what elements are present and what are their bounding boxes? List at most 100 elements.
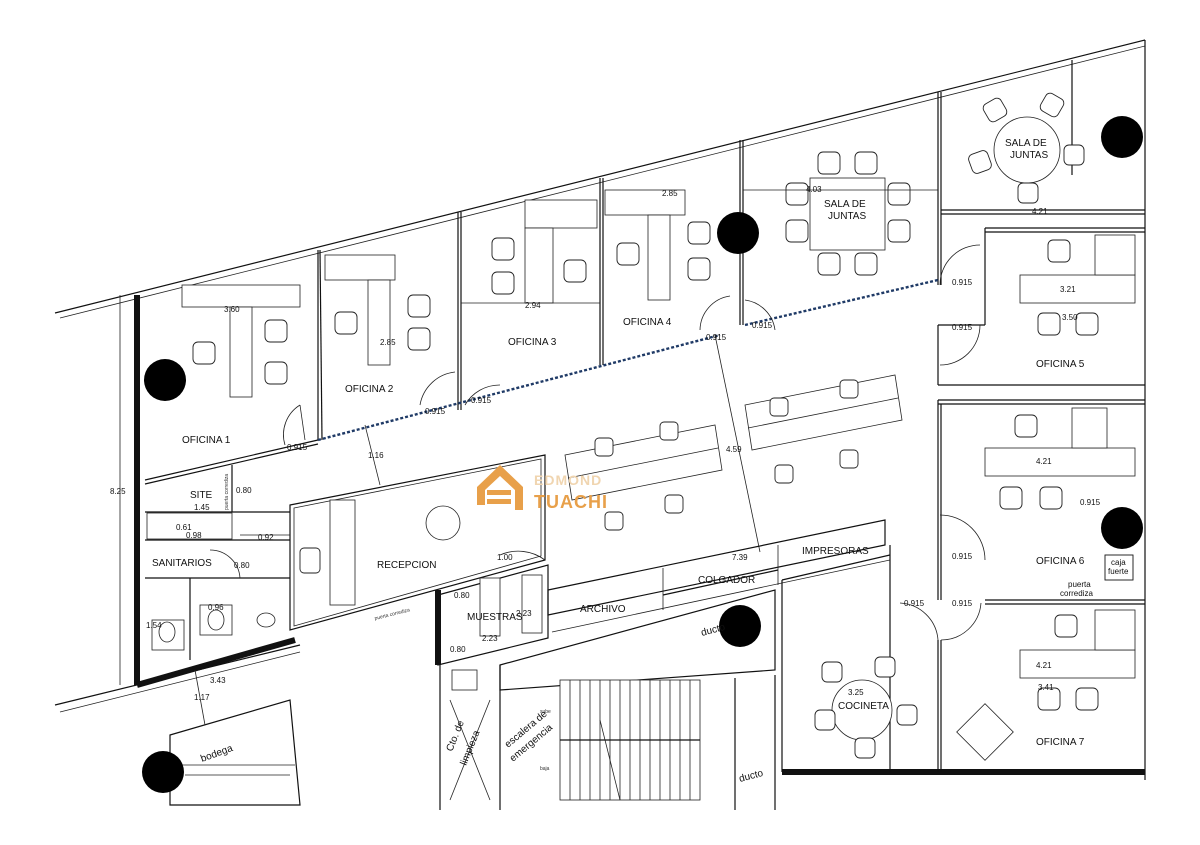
dim-label: 0.61 — [176, 523, 192, 532]
house-icon — [477, 465, 523, 510]
dim-label: 3.50 — [1062, 313, 1078, 322]
location-markers — [142, 116, 1143, 793]
room-label-sala-juntas-1a: SALA DE — [824, 199, 866, 210]
sala-juntas-1-area — [743, 151, 938, 276]
dim-label: 0.915 — [952, 278, 973, 287]
dim-label: 2.23 — [516, 609, 532, 618]
office-partitions — [317, 60, 1145, 772]
cocineta-area — [781, 545, 918, 772]
room-label-archivo: ARCHIVO — [580, 604, 626, 615]
room-label-colgador: COLGADOR — [698, 575, 755, 586]
room-label-recepcion: RECEPCION — [377, 560, 436, 571]
dim-label: 2.94 — [525, 301, 541, 310]
stair-baja-label: baja — [540, 766, 550, 772]
dim-label: 0.915 — [904, 599, 925, 608]
oficina-5-area — [939, 234, 1136, 366]
marker-dot — [719, 605, 761, 647]
room-label-oficina-3: OFICINA 3 — [508, 337, 557, 348]
dim-label: 3.60 — [224, 305, 240, 314]
dim-label: 0.915 — [952, 599, 973, 608]
dim-label: 3.25 — [848, 688, 864, 697]
dim-label: 0.98 — [186, 531, 202, 540]
dimension-labels: 3.60 2.85 2.94 2.85 4.03 4.21 3.21 3.50 … — [110, 185, 1101, 772]
room-label-sanitarios: SANITARIOS — [152, 558, 212, 569]
dim-label: 0.915 — [471, 396, 492, 405]
label-puerta-corrediza-1: puerta — [1068, 580, 1091, 589]
marker-dot — [717, 212, 759, 254]
oficina-3-area — [461, 199, 600, 304]
dim-label: 1.17 — [194, 693, 210, 702]
dim-label: 0.80 — [234, 561, 250, 570]
glass-partition — [317, 278, 939, 442]
room-label-sala-juntas-2b: JUNTAS — [1010, 150, 1048, 161]
stair-sube-label: sube — [540, 709, 551, 715]
dimension-lines — [119, 295, 381, 726]
room-label-site: SITE — [190, 490, 213, 501]
dim-label: 3.21 — [1060, 285, 1076, 294]
logo-line-1: EDMOND — [534, 472, 602, 488]
label-puerta-corrediza-small-2: puerta corrediza — [374, 607, 411, 622]
room-label-bodega: bodega — [199, 743, 235, 765]
company-logo: EDMOND TUACHI — [477, 465, 608, 512]
storage-strip — [547, 519, 891, 633]
dim-label: 0.80 — [236, 486, 252, 495]
dim-label: 1.45 — [194, 503, 210, 512]
oficina-4-area — [604, 189, 776, 331]
dim-label: 1.00 — [497, 553, 513, 562]
open-workstations — [564, 334, 903, 553]
dim-label: 4.21 — [1036, 661, 1052, 670]
oficina-7-area — [956, 609, 1136, 761]
dim-label: 1.54 — [146, 621, 162, 630]
logo-line-2: TUACHI — [534, 492, 608, 512]
dim-label: 7.39 — [732, 553, 748, 562]
dim-label: 2.23 — [482, 634, 498, 643]
oficina-2-area — [324, 254, 501, 406]
room-label-oficina-6: OFICINA 6 — [1036, 556, 1085, 567]
marker-dot — [1101, 116, 1143, 158]
oficina-1-area — [144, 284, 319, 485]
dim-label: 0.915 — [287, 443, 308, 452]
dim-label: 4.59 — [726, 445, 742, 454]
dim-label: 2.85 — [662, 189, 678, 198]
room-label-impresoras: IMPRESORAS — [802, 546, 869, 557]
dim-label: 0.915 — [752, 321, 773, 330]
dim-label: 0.915 — [425, 407, 446, 416]
site-sanitarios-area — [145, 465, 290, 660]
room-label-ducto-2: ducto — [738, 768, 765, 785]
room-label-oficina-4: OFICINA 4 — [623, 317, 672, 328]
dim-label: 4.03 — [806, 185, 822, 194]
muestras-area — [437, 564, 549, 666]
service-core — [439, 589, 776, 810]
label-puerta-corrediza-2: corrediza — [1060, 589, 1093, 598]
marker-dot — [142, 751, 184, 793]
bodega-area — [169, 699, 301, 806]
dim-label: 0.80 — [454, 591, 470, 600]
dim-label: 4.21 — [1036, 457, 1052, 466]
sala-juntas-2-area — [968, 92, 1085, 204]
dim-label: 0.915 — [1080, 498, 1101, 507]
marker-dot — [144, 359, 186, 401]
caja-fuerte-box — [1104, 554, 1134, 581]
room-label-oficina-1: OFICINA 1 — [182, 435, 231, 446]
oficina-6-area — [899, 407, 1136, 641]
recepcion-area — [289, 454, 546, 631]
label-caja-fuerte-1: caja — [1111, 558, 1126, 567]
label-caja-fuerte-2: fuerte — [1108, 567, 1129, 576]
room-label-oficina-5: OFICINA 5 — [1036, 359, 1085, 370]
room-label-sala-juntas-2a: SALA DE — [1005, 138, 1047, 149]
dim-label: 0.915 — [706, 333, 727, 342]
dim-label: 0.915 — [952, 552, 973, 561]
room-label-sala-juntas-1b: JUNTAS — [828, 211, 866, 222]
dim-label: 3.41 — [1038, 683, 1054, 692]
dim-label: 8.25 — [110, 487, 126, 496]
room-label-oficina-2: OFICINA 2 — [345, 384, 394, 395]
dim-label: 0.915 — [952, 323, 973, 332]
dim-label: 3.43 — [210, 676, 226, 685]
dim-label: 1.16 — [368, 451, 384, 460]
dim-label: 2.85 — [380, 338, 396, 347]
room-label-muestras: MUESTRAS — [467, 612, 523, 623]
room-label-cocineta: COCINETA — [838, 701, 889, 712]
marker-dot — [1101, 507, 1143, 549]
